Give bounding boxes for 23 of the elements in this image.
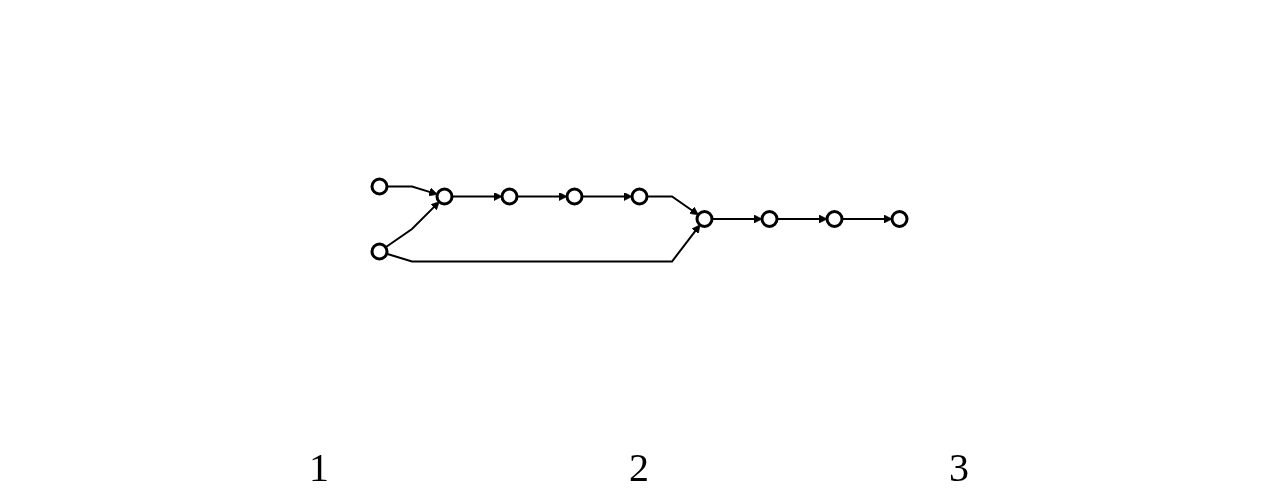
- node-circle: [370, 177, 388, 196]
- number-label: 3: [949, 444, 969, 491]
- arrow: [384, 201, 440, 248]
- number-label: 2: [629, 444, 649, 491]
- number-label: 1: [309, 444, 329, 491]
- node-circle: [695, 209, 713, 228]
- node-circle: [565, 187, 583, 206]
- arrow: [775, 214, 827, 224]
- arrow: [645, 195, 699, 215]
- node-circle: [370, 242, 388, 261]
- node-circle: [435, 187, 453, 206]
- node-circle: [890, 209, 908, 228]
- node-circle: [630, 187, 648, 206]
- arrow: [450, 191, 502, 201]
- arrow: [385, 185, 438, 196]
- arrow: [840, 214, 892, 224]
- node-circle: [500, 187, 518, 206]
- arrow: [385, 224, 700, 263]
- node-circle: [825, 209, 843, 228]
- arrow: [710, 214, 762, 224]
- arrow: [580, 191, 632, 201]
- node-circle: [760, 209, 778, 228]
- arrow: [515, 191, 567, 201]
